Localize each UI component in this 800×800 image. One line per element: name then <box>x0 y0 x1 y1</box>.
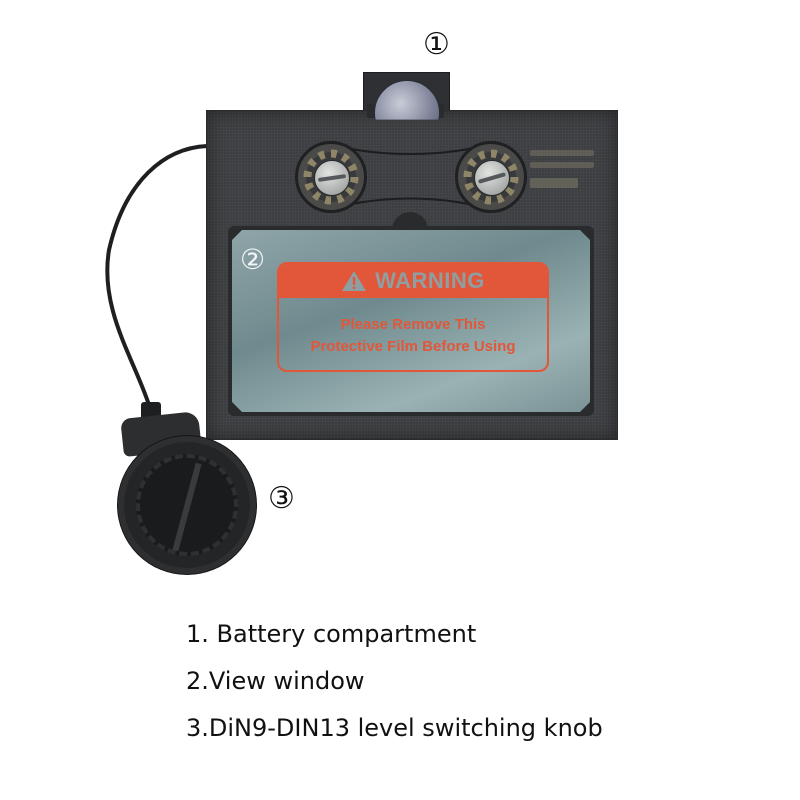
callout-battery: ① <box>423 27 450 62</box>
certification-marks <box>530 148 600 198</box>
sensitivity-dial[interactable] <box>295 141 367 213</box>
legend: 1. Battery compartment 2.View window 3.D… <box>186 615 603 756</box>
legend-item-knob: 3.DiN9-DIN13 level switching knob <box>186 714 603 742</box>
warning-header: WARNING <box>279 264 547 298</box>
warning-line-2: Protective Film Before Using <box>310 338 516 355</box>
dial-screw <box>474 160 510 196</box>
view-window <box>232 230 590 412</box>
callout-knob: ③ <box>268 481 295 516</box>
warning-line-1: Please Remove This <box>340 316 486 333</box>
legend-item-window: 2.View window <box>186 667 365 695</box>
dial-screw <box>314 160 350 196</box>
warning-triangle-icon <box>342 271 367 291</box>
cable <box>105 144 208 420</box>
warning-text: Please Remove This Protective Film Befor… <box>279 298 547 358</box>
legend-item-battery: 1. Battery compartment <box>186 620 477 648</box>
delay-dial[interactable] <box>455 141 527 213</box>
window-notch <box>392 212 428 230</box>
callout-window: ② <box>240 243 266 276</box>
warning-title: WARNING <box>375 268 485 293</box>
warning-label: WARNING Please Remove This Protective Fi… <box>277 262 549 372</box>
